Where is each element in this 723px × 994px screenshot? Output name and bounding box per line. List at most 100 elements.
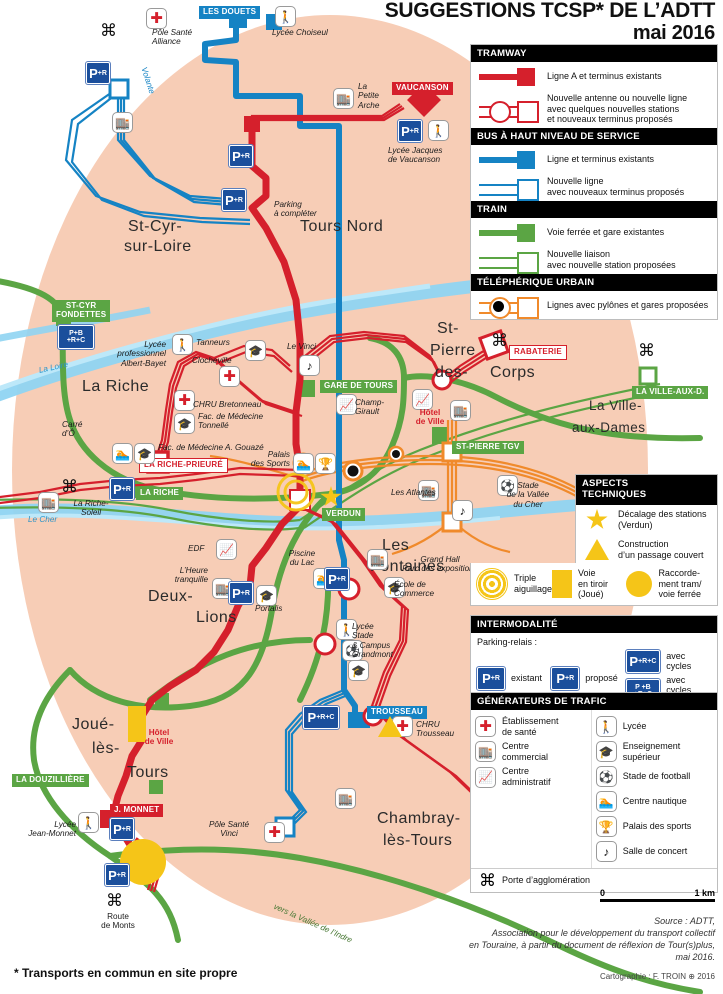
train-existing-symbol (477, 221, 541, 243)
parking-relais-chip[interactable]: P+R (104, 863, 130, 887)
tram-new-symbol (477, 98, 541, 123)
map-note: Stade de la Vallée du Cher (506, 481, 550, 509)
parking-relais-chip[interactable]: P+R (109, 817, 135, 841)
scale-max-label: 1 km (694, 888, 715, 898)
legend-text: Stade de football (622, 771, 691, 782)
legend-train-header: TRAIN (471, 200, 717, 218)
passage-couvert-marker (378, 716, 402, 737)
page-title: SUGGESTIONS TCSP* DE L’ADTT mai 2016 (295, 0, 716, 44)
graduation-cap-icon: 🎓 (348, 660, 369, 681)
parking-relais-chip[interactable]: P+R (228, 581, 254, 605)
station-label-la-ville-aux-d[interactable]: LA VILLE-AUX-D. (632, 386, 709, 399)
scale-min-label: 0 (600, 888, 606, 898)
legend-item-train-existing: Voie ferrée et gare existantes (471, 218, 717, 246)
agglomeration-gate-icon: ⌘ (100, 21, 117, 40)
agglomeration-gate-icon: ⌘ (638, 341, 655, 360)
legend-text: avec cycles (666, 650, 692, 672)
parking-relais-cycles-bus-chip[interactable]: P+B+R+C (57, 324, 95, 350)
shopping-icon: 🏬 (112, 112, 133, 133)
graduation-cap-icon: 🎓 (245, 340, 266, 361)
legend-text: Centre commercial (502, 741, 549, 762)
cable-symbol (477, 294, 541, 319)
legend-bhns-header: BUS À HAUT NIVEAU DE SERVICE (471, 127, 717, 145)
city-label-deux: Deux- (148, 588, 194, 605)
station-label-vaucanson[interactable]: VAUCANSON (392, 82, 453, 95)
map-note: Clocheville (192, 356, 232, 365)
triangle-icon (582, 538, 612, 562)
legend-text: Porte d’agglomération (502, 875, 591, 886)
map-note: Les Atlantes (391, 488, 436, 497)
graduation-cap-icon: 🎓 (595, 741, 617, 763)
station-label-la-riche-prieure[interactable]: LA RICHE-PRIEURÉ (139, 458, 228, 473)
legend-text: Ligne A et terminus existants (547, 70, 662, 81)
music-note-icon: ♪ (452, 500, 473, 521)
map-note-vallee-indre: vers la Vallée de l’Indre (272, 902, 354, 945)
legend-item-triple-aiguillage: Triple aiguillage (476, 568, 552, 600)
legend-aspects-panel: ASPECTS TECHNIQUES Décalage des stations… (575, 474, 718, 566)
map-note: La Petite Arche (358, 82, 380, 110)
shopping-icon: 🏬 (333, 88, 354, 109)
legend-text: Raccorde- ment tram/ voie ferrée (658, 568, 702, 600)
legend-text: Voie ferrée et gare existantes (547, 226, 665, 237)
legend-text: Décalage des stations (Verdun) (618, 509, 707, 530)
parking-relais-chip[interactable]: P+R (324, 567, 350, 591)
legend-item-cable: Lignes avec pylônes et gares proposées (471, 291, 717, 319)
parking-relais-cycles-chip[interactable]: P+R+C (302, 705, 340, 730)
shopping-icon: 🏬 (475, 741, 496, 763)
parking-relais-chip[interactable]: P+R (221, 188, 247, 212)
legend-generateurs-header: GÉNÉRATEURS DE TRAFIC (471, 693, 717, 710)
station-label-st-cyr-fondettes[interactable]: ST-CYR FONDETTES (52, 300, 111, 322)
station-label-les-douets[interactable]: LES DOUETS (199, 6, 261, 19)
parking-relais-chip[interactable]: P+R (397, 119, 423, 143)
parking-relais-chip[interactable]: P+R (85, 61, 111, 85)
tram-new-branches (0, 103, 507, 893)
legend-text: Salle de concert (622, 846, 688, 857)
parking-relais-cycles-icon: P+R+C (624, 648, 662, 674)
city-label-st-pierre-3: des- (435, 364, 469, 381)
trophy-icon: 🏆 (595, 816, 617, 838)
legend-text: Construction d’un passage couvert (618, 539, 704, 560)
graduation-cap-icon: 🎓 (134, 443, 155, 464)
parking-relais-chip[interactable]: P+R (109, 477, 135, 501)
agglomeration-gate-icon: ⌘ (61, 477, 78, 496)
station-label-rabaterie[interactable]: RABATERIE (509, 345, 567, 360)
tiroir-track-icon (552, 569, 573, 598)
station-label-j-monnet[interactable]: J. MONNET (110, 804, 164, 817)
bhns-existing-symbol (477, 148, 541, 170)
map-note: Route de Monts (101, 912, 135, 931)
legend-text: Nouvelle ligne avec nouveaux terminus pr… (547, 176, 685, 197)
legend-item-bhns-existing: Ligne et terminus existants (471, 145, 717, 173)
legend-item-tram-new: Nouvelle antenne ou nouvelle ligne avec … (471, 90, 717, 128)
station-label-gare-de-tours[interactable]: GARE DE TOURS (320, 380, 398, 393)
legend-cable-header: TÉLÉPHÉRIQUE URBAIN (471, 273, 717, 291)
legend-item-enseignement: 🎓 Enseignement supérieur (595, 739, 713, 764)
legend-text: Centre administratif (502, 766, 551, 788)
legend-item-lycee: 🚶 Lycée (595, 714, 713, 739)
legend-text: Palais des sports (622, 821, 692, 832)
station-label-st-pierre-tgv[interactable]: ST-PIERRE TGV (452, 441, 524, 454)
legend-intermodalite-header: INTERMODALITÉ (471, 616, 717, 633)
students-icon: 🚶 (172, 334, 193, 355)
shopping-icon: 🏬 (335, 788, 356, 809)
triple-switch-icon (476, 568, 508, 600)
legend-aspects-extra-panel: Triple aiguillage Voie en tiroir (Joué) … (470, 563, 718, 606)
source-line-3: en Touraine, à partir du document de réf… (469, 940, 715, 951)
shopping-icon: 🏬 (367, 549, 388, 570)
title-line-2: mai 2016 (632, 21, 715, 44)
parking-relais-chip[interactable]: P+R (228, 144, 254, 168)
station-label-la-riche[interactable]: LA RICHE (136, 487, 184, 500)
map-note: La Riche- Soleil (73, 499, 109, 518)
legend-text: Nouvelle liaison avec nouvelle station p… (547, 249, 676, 270)
cartography-credit: Cartographie : F. TROIN ⊕ 2016 (599, 972, 715, 981)
legend-text: Enseignement supérieur (622, 741, 681, 762)
station-label-la-douzilliere[interactable]: LA DOUZILLIÈRE (12, 774, 89, 787)
city-label-la-ville-1: La Ville- (589, 398, 643, 413)
bhns-new-symbol (477, 176, 541, 201)
graduation-cap-icon: 🎓 (174, 413, 195, 434)
shopping-icon: 🏬 (38, 492, 59, 513)
station-label-trousseau[interactable]: TROUSSEAU (367, 706, 428, 719)
map-note: Le Vinci (287, 342, 316, 351)
legend-intermodalite-panel: INTERMODALITÉ Parking-relais : P+R exist… (470, 615, 718, 712)
station-label-verdun[interactable]: VERDUN (322, 508, 365, 521)
city-label-fontaines: Fontaines (370, 558, 445, 575)
